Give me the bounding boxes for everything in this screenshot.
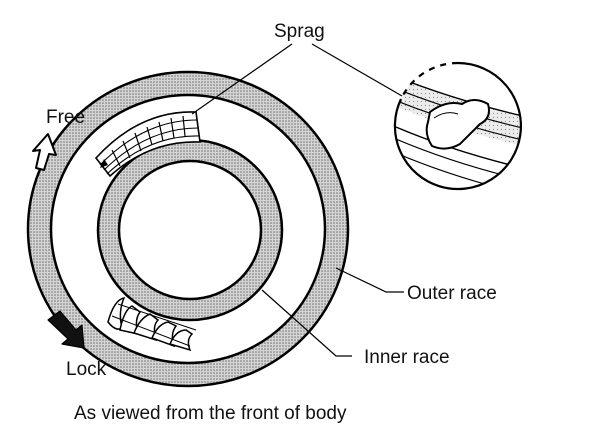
sprag-leader-line-a: [191, 43, 293, 115]
outer-race-label: Outer race: [407, 283, 497, 304]
sprag-piece-icon: [425, 99, 490, 150]
inner-race-leader-line: [261, 289, 352, 357]
free-arrow-icon: [32, 133, 57, 171]
inner-race-ring: [96, 138, 284, 322]
sprag-label: Sprag: [274, 21, 325, 42]
caption: As viewed from the front of body: [74, 403, 347, 424]
sprag-leader-line-b: [311, 43, 403, 97]
lock-label: Lock: [66, 359, 107, 380]
inner-race-label: Inner race: [364, 347, 450, 368]
sprag-elements-lower: [107, 296, 197, 352]
outer-race-ring: [26, 70, 350, 388]
free-label: Free: [46, 107, 86, 128]
lock-arrow-icon: [47, 310, 85, 349]
outer-race-leader-line: [335, 267, 404, 293]
sprag-detail-view: [393, 61, 523, 191]
sprag-cage-upper: [94, 111, 201, 178]
